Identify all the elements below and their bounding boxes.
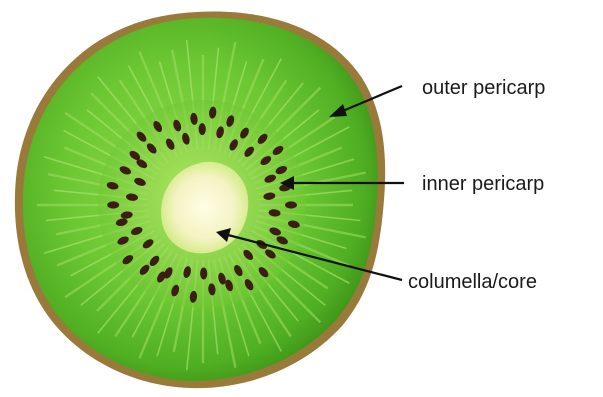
label-columella-core: columella/core	[408, 272, 537, 292]
seed	[285, 201, 297, 208]
label-outer-pericarp: outer pericarp	[422, 78, 545, 98]
seed	[107, 201, 119, 208]
label-inner-pericarp: inner pericarp	[422, 174, 544, 194]
